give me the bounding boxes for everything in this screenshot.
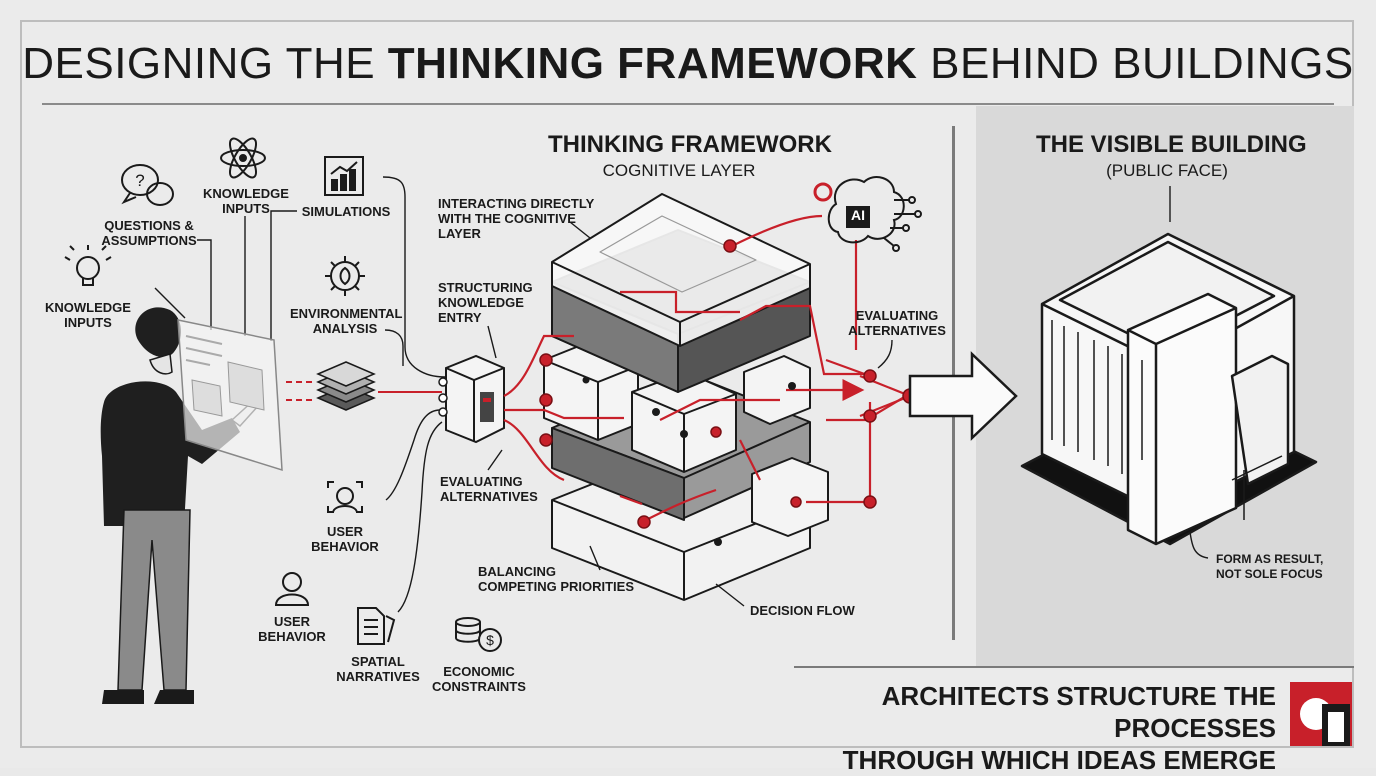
tagline: ARCHITECTS STRUCTURE THE PROCESSES THROU… — [760, 680, 1276, 776]
coins-dollar-icon: $ — [456, 618, 501, 651]
user-behavior-label-a: USER BEHAVIOR — [310, 524, 380, 554]
stacked-layers-icon — [318, 362, 374, 410]
cognitive-layer-stack — [544, 194, 828, 600]
building-heading: THE VISIBLE BUILDING — [1036, 131, 1298, 159]
simulations-label: SIMULATIONS — [300, 204, 392, 219]
questions-label: QUESTIONS & ASSUMPTIONS — [92, 218, 206, 248]
evaluating-right-label: EVALUATING ALTERNATIVES — [840, 308, 954, 338]
atom-icon — [221, 135, 265, 181]
knowledge-inputs-top-label: KNOWLEDGE INPUTS — [196, 186, 296, 216]
user-icon — [276, 573, 308, 605]
interacting-label: INTERACTING DIRECTLY WITH THE COGNITIVE … — [438, 196, 594, 241]
document-icon — [358, 608, 394, 644]
knowledge-entry-node — [439, 356, 504, 442]
ai-badge: AI — [847, 208, 869, 223]
spatial-label: SPATIAL NARRATIVES — [336, 654, 420, 684]
form-note: FORM AS RESULT, NOT SOLE FOCUS — [1216, 552, 1323, 582]
lightbulb-icon — [65, 245, 111, 285]
decision-flow-label: DECISION FLOW — [750, 603, 855, 618]
economic-label: ECONOMIC CONSTRAINTS — [424, 664, 534, 694]
building-subheading: (PUBLIC FACE) — [1036, 161, 1298, 181]
svg-text:$: $ — [486, 632, 494, 648]
flow-arrow — [910, 354, 1016, 438]
balancing-label: BALANCING COMPETING PRIORITIES — [478, 564, 634, 594]
user-behavior-label-b: USER BEHAVIOR — [256, 614, 328, 644]
gear-leaf-icon — [325, 256, 365, 296]
structuring-label: STRUCTURING KNOWLEDGE ENTRY — [438, 280, 533, 325]
knowledge-inputs-left-label: KNOWLEDGE INPUTS — [38, 300, 138, 330]
chart-icon — [325, 157, 363, 195]
environmental-label: ENVIRONMENTAL ANALYSIS — [290, 306, 400, 336]
visible-building — [1022, 234, 1316, 544]
logo-icon — [1290, 682, 1352, 746]
framework-heading: THINKING FRAMEWORK — [548, 131, 810, 159]
user-search-icon — [328, 482, 362, 512]
question-bubble-icon: ? — [122, 165, 173, 205]
evaluating-left-label: EVALUATING ALTERNATIVES — [440, 474, 538, 504]
svg-text:?: ? — [135, 171, 144, 190]
tagline-divider — [794, 666, 1354, 668]
framework-subheading: COGNITIVE LAYER — [548, 161, 810, 181]
